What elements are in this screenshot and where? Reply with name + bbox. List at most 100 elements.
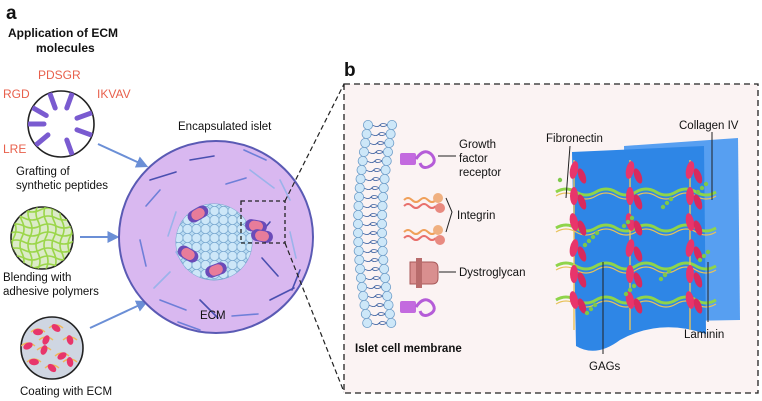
fibronectin-dot: [631, 283, 637, 289]
lipid-head: [353, 218, 364, 229]
islet-cell: [200, 232, 211, 243]
growth-factor-receptor: [400, 150, 436, 169]
islet-cell: [227, 232, 238, 243]
ecm-fiber: [243, 149, 267, 161]
integrin-coil: [403, 197, 437, 203]
arrow-grafting: [97, 143, 149, 168]
lipid-head: [379, 263, 390, 274]
arrow-coating: [89, 300, 149, 329]
laminin-body: [570, 187, 578, 205]
fibronectin-dot: [594, 230, 600, 236]
islet-cell: [209, 250, 220, 261]
islet-cell: [218, 250, 229, 261]
polymer-strand: [11, 255, 73, 261]
ecm-molecule: [33, 328, 43, 336]
laminin-body: [693, 220, 703, 236]
ecm-fiber: [291, 269, 301, 291]
lipid-head: [355, 173, 366, 184]
islet-cell: [227, 241, 238, 252]
lipid-tail: [363, 267, 381, 271]
fibronectin-dot: [590, 234, 596, 240]
ecm-label: ECM: [200, 310, 226, 322]
islet-cell: [200, 223, 211, 234]
lipid-head: [353, 227, 364, 238]
fibronectin-dot: [557, 177, 563, 183]
laminin-body: [693, 168, 703, 184]
lipid-head: [360, 137, 371, 148]
lipid-head: [385, 128, 396, 139]
peptide-label-lre: LRE: [3, 142, 26, 156]
laminin-body: [685, 161, 695, 179]
lipid-head: [356, 272, 367, 283]
peptide-spike: [64, 91, 75, 111]
ecm-molecule: [66, 357, 74, 367]
lipid-head: [354, 182, 365, 193]
laminin-body: [633, 272, 643, 288]
laminin-body: [626, 265, 634, 283]
integrin-coil: [403, 229, 437, 235]
ecm-fiber: [225, 177, 247, 185]
laminin-body: [570, 265, 578, 283]
fibronectin-dot: [629, 215, 635, 221]
panel-a-title-line1: Application of ECM: [8, 26, 118, 40]
lipid-head: [377, 200, 388, 211]
lipid-head: [379, 173, 390, 184]
islet-cell: [218, 232, 229, 243]
fibronectin-dot: [625, 219, 631, 225]
islet-cell: [227, 223, 238, 234]
peptide-spike: [74, 127, 94, 138]
peptide-spike: [30, 105, 49, 118]
surface-receptor: [205, 262, 227, 278]
coating-circle: [20, 316, 84, 380]
peptide-spike: [64, 137, 75, 157]
laminin-body: [569, 161, 579, 179]
surface-receptor: [245, 219, 267, 233]
polymer-strand: [59, 207, 65, 269]
islet-cell: [227, 250, 238, 261]
lipid-tail: [364, 177, 381, 181]
fibronectin-label: Fibronectin: [546, 133, 603, 145]
polymer-strand: [27, 207, 33, 269]
peptide-spike: [33, 132, 51, 148]
ecm-molecule: [23, 342, 33, 350]
fibronectin-dot: [662, 272, 668, 278]
integrin-head: [435, 203, 445, 213]
fibronectin-dot: [705, 249, 711, 255]
lipid-head: [380, 164, 391, 175]
fibronectin-dot: [660, 204, 666, 210]
fibronectin-dot: [668, 196, 674, 202]
laminin-body: [685, 239, 695, 257]
ecm-fiber: [269, 287, 295, 301]
surface-receptor: [177, 245, 199, 263]
dystroglycan-label: Dystroglycan: [459, 267, 525, 279]
zoom-line-top: [284, 83, 345, 202]
laminin-body: [626, 187, 634, 205]
islet-cell: [182, 223, 193, 234]
lipid-head: [353, 236, 364, 247]
fibronectin-dot: [582, 242, 588, 248]
blending-label-line2: adhesive polymers: [3, 286, 99, 298]
surface-receptor: [187, 205, 209, 223]
lipid-head: [377, 227, 388, 238]
fibronectin-dot: [623, 291, 629, 297]
laminin-body: [686, 265, 694, 283]
lipid-tail: [365, 168, 382, 172]
laminin-body: [633, 220, 643, 236]
lipid-head: [382, 146, 393, 157]
peptide-label-pdsgr: PDSGR: [38, 68, 81, 82]
laminin-body: [625, 239, 635, 257]
fibronectin-dot: [699, 185, 705, 191]
fibronectin-dot: [666, 268, 672, 274]
ecm-fiber: [167, 211, 177, 237]
lipid-head: [384, 308, 395, 319]
lipid-head: [377, 218, 388, 229]
coating-label: Coating with ECM: [20, 386, 112, 398]
peptide-label-rgd: RGD: [3, 87, 30, 101]
islet-cell: [209, 205, 220, 216]
lipid-head: [378, 254, 389, 265]
ecm-fiber: [145, 189, 161, 207]
laminin-body: [577, 298, 587, 314]
lipid-head: [357, 281, 368, 292]
zoom-box: [240, 200, 286, 244]
